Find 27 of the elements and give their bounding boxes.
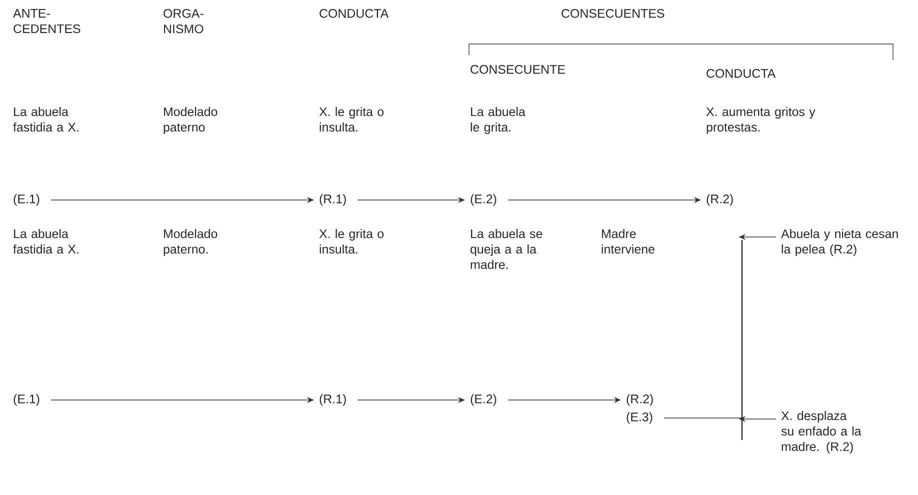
code-label: (E.2) [470,194,496,206]
code-label: (R.2) [706,194,733,206]
cell-text: La abuela le grita. [470,107,526,134]
cell-text: La abuela se queja a a la madre. [470,228,542,270]
outcome-text: Abuela y nieta cesan la pelea (R.2) [781,228,898,256]
cell-text: La abuela fastidia a X. [13,228,78,254]
code-label: (E.3) [626,412,652,424]
code-label: (R.2) [626,394,653,406]
heading-text: CONDUCTA [706,69,776,78]
cell-text: Modelado paterno [164,107,218,134]
code-label: (R.1) [320,194,346,206]
cell-text: La abuela fastidia a X. [13,107,78,132]
code-label: (E.2) [470,394,496,406]
heading-text: ORGA- NISMO [164,9,204,34]
cell-text: X. aumenta gritos y protestas. [706,107,816,134]
code-label: (E.1) [14,194,40,206]
code-label: (R.1) [320,394,346,406]
code-label: (E.1) [14,394,40,406]
cell-text: X. le grita o insulta. [319,107,384,132]
cell-text: X. le grita o insulta. [319,228,384,254]
heading-text: CONSECUENTES [562,9,664,18]
heading-text: ANTE- CEDENTES [13,9,80,34]
heading-text: CONDUCTA [320,9,389,18]
outcome-text: X. desplaza su enfado a la madre. (R.2) [781,410,862,454]
cell-text: Modelado paterno. [164,228,218,256]
heading-text: CONSECUENTE [470,65,565,74]
cell-text: Madre interviene [602,228,654,254]
